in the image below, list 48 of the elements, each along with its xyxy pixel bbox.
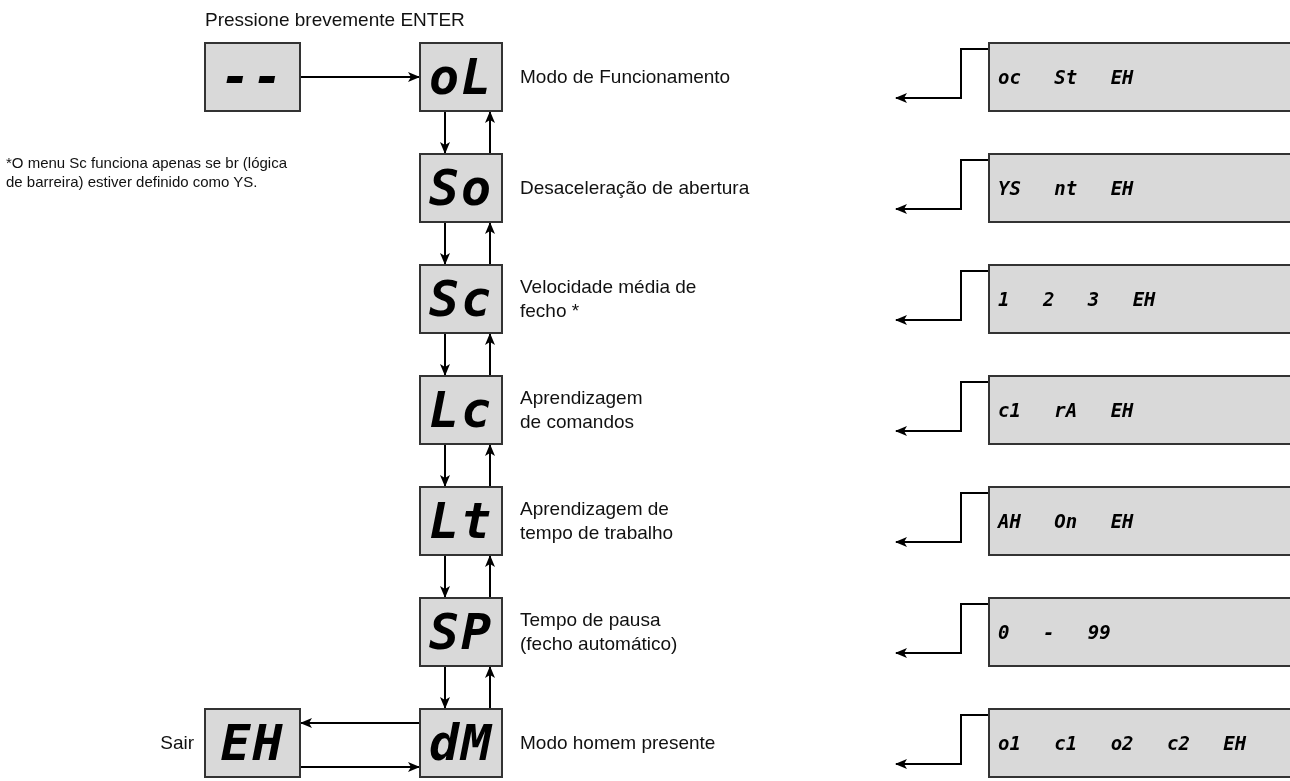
arrow	[895, 381, 989, 436]
arrow	[895, 48, 989, 103]
seven-segment-display: SP	[419, 597, 503, 667]
options-display: 0 - 99	[988, 597, 1290, 667]
arrow	[485, 444, 495, 487]
arrow	[485, 111, 495, 154]
arrow	[300, 72, 420, 82]
seven-segment-display: EH	[204, 708, 301, 778]
options-display: oc St EH	[988, 42, 1290, 112]
menu-description: Modo de Funcionamento	[520, 65, 732, 89]
seven-segment-display: Lc	[419, 375, 503, 445]
seven-segment-display: So	[419, 153, 503, 223]
options-display: c1 rA EH	[988, 375, 1290, 445]
menu-description: Desaceleração de abertura	[520, 176, 751, 200]
arrow	[895, 603, 989, 658]
arrow	[895, 714, 989, 769]
seven-segment-display: --	[204, 42, 301, 112]
arrow	[440, 333, 450, 376]
exit-label: Sair	[160, 731, 194, 755]
menu-description: Velocidade média de fecho *	[520, 275, 698, 323]
menu-description: Modo homem presente	[520, 731, 717, 755]
arrow	[440, 555, 450, 598]
options-display: o1 c1 o2 c2 EH	[988, 708, 1290, 778]
arrow	[300, 762, 420, 772]
seven-segment-display: oL	[419, 42, 503, 112]
seven-segment-display: Lt	[419, 486, 503, 556]
arrow	[440, 444, 450, 487]
menu-description: Aprendizagem de tempo de trabalho	[520, 497, 675, 545]
arrow	[440, 222, 450, 265]
footnote-text: *O menu Sc funciona apenas se br (lógica de barreira) estiver definido como YS.	[6, 153, 288, 191]
seven-segment-display: dM	[419, 708, 503, 778]
options-display: 1 2 3 EH	[988, 264, 1290, 334]
menu-description: Aprendizagem de comandos	[520, 386, 644, 434]
instruction-text: Pressione brevemente ENTER	[205, 8, 465, 32]
arrow	[895, 270, 989, 325]
arrow	[485, 666, 495, 709]
arrow	[485, 555, 495, 598]
arrow	[485, 222, 495, 265]
options-display: YS nt EH	[988, 153, 1290, 223]
arrow	[895, 492, 989, 547]
options-display: AH On EH	[988, 486, 1290, 556]
seven-segment-display: Sc	[419, 264, 503, 334]
menu-description: Tempo de pausa (fecho automático)	[520, 608, 679, 656]
arrow	[440, 666, 450, 709]
arrow	[300, 718, 420, 728]
arrow	[895, 159, 989, 214]
arrow	[485, 333, 495, 376]
arrow	[440, 111, 450, 154]
